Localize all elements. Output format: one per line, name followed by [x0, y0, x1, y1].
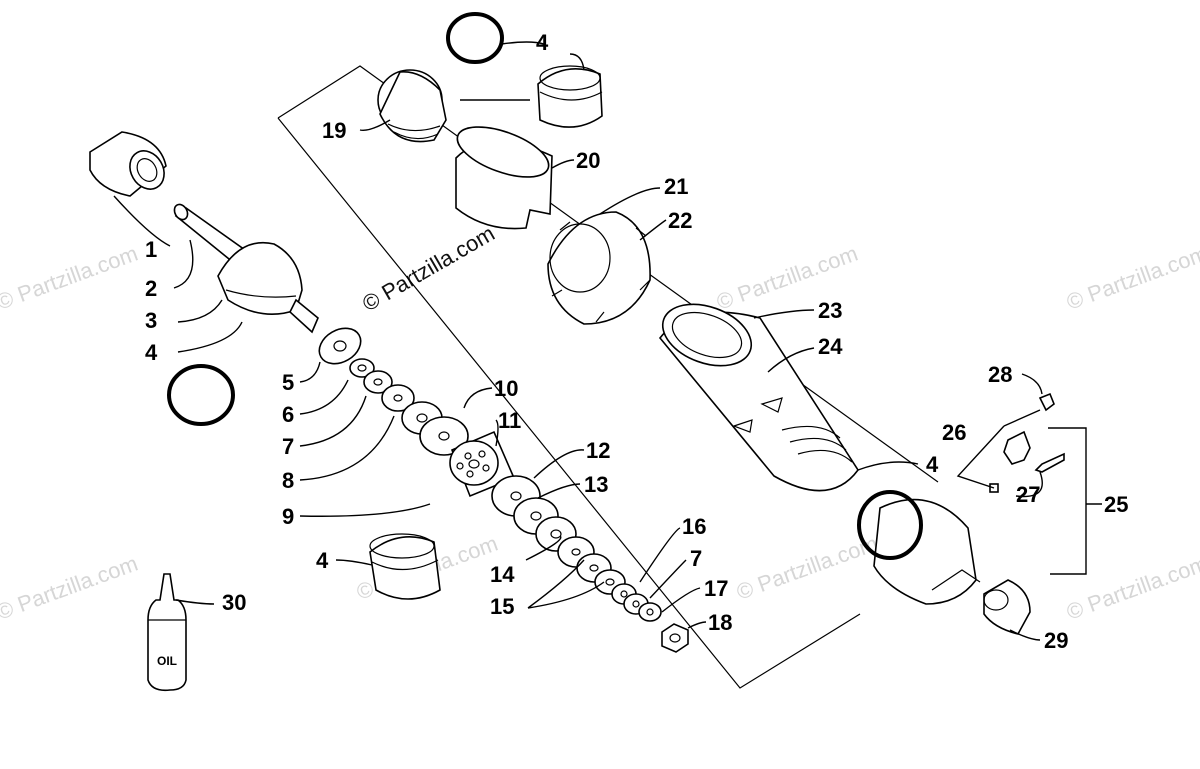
- callout-4-band: 4: [316, 548, 329, 573]
- washer-8: [381, 384, 415, 412]
- leader-lines: [113, 41, 1102, 641]
- callout-22: 22: [668, 208, 692, 233]
- watermark: © Partzilla.com: [1063, 241, 1200, 315]
- callout-17: 17: [704, 576, 728, 601]
- callout-3: 3: [145, 308, 157, 333]
- band-4d: [537, 65, 603, 128]
- seal-head-19: [377, 69, 447, 143]
- callouts: 1 2 3 4 4 4 4 5 6 7 7 8 9 10 11 12 13 14…: [145, 30, 1128, 653]
- o-ring-4c: [446, 12, 504, 64]
- o-ring-4a: [167, 364, 235, 426]
- callout-26: 26: [942, 420, 966, 445]
- reservoir-end: [873, 498, 981, 605]
- callout-7-left: 7: [282, 434, 294, 459]
- callout-15: 15: [490, 594, 514, 619]
- watermark-center: © Partzilla.com: [358, 221, 499, 317]
- callout-24: 24: [818, 334, 843, 359]
- washer-7a: [363, 370, 393, 394]
- lock-ring-21-22: [547, 211, 651, 325]
- washer-6: [349, 358, 375, 378]
- callout-20: 20: [576, 148, 600, 173]
- o-ring-27: [1034, 452, 1065, 473]
- callout-19: 19: [322, 118, 346, 143]
- callout-16: 16: [682, 514, 706, 539]
- callout-14: 14: [490, 562, 515, 587]
- callout-4-top: 4: [536, 30, 549, 55]
- callout-7-right: 7: [690, 546, 702, 571]
- callout-18: 18: [708, 610, 732, 635]
- washer-17: [638, 602, 662, 622]
- band-4b: [369, 533, 441, 600]
- callout-27: 27: [1016, 482, 1040, 507]
- watermark: © Partzilla.com: [0, 551, 141, 625]
- callout-23: 23: [818, 298, 842, 323]
- shaft-eye-3: [217, 242, 319, 334]
- nut-18: [661, 623, 689, 653]
- callout-9: 9: [282, 504, 294, 529]
- shock-body-23-24: [658, 303, 859, 492]
- bushing-1: [89, 131, 167, 197]
- screw-28: [1038, 392, 1055, 412]
- callout-30: 30: [222, 590, 246, 615]
- watermark: © Partzilla.com: [0, 241, 141, 315]
- callout-6: 6: [282, 402, 294, 427]
- callout-2: 2: [145, 276, 157, 301]
- washer-10: [419, 416, 469, 456]
- callout-4-reservoir: 4: [926, 452, 939, 477]
- o-ring-4e: [857, 490, 923, 560]
- callout-13: 13: [584, 472, 608, 497]
- washer-5: [318, 327, 362, 365]
- watermark: © Partzilla.com: [733, 531, 881, 605]
- watermark: © Partzilla.com: [1063, 551, 1200, 625]
- callout-11: 11: [498, 408, 521, 433]
- callout-1: 1: [145, 237, 157, 262]
- oil-label: OIL: [157, 654, 177, 668]
- piston-11: [449, 430, 516, 498]
- callout-4-shaft: 4: [145, 340, 158, 365]
- callout-25: 25: [1104, 492, 1128, 517]
- callout-28: 28: [988, 362, 1012, 387]
- callout-12: 12: [586, 438, 610, 463]
- callout-5: 5: [282, 370, 294, 395]
- callout-21: 21: [664, 174, 688, 199]
- bushing-29: [983, 579, 1031, 635]
- callout-29: 29: [1044, 628, 1068, 653]
- oil-bottle-30: OIL: [147, 573, 187, 692]
- washers-15: [557, 536, 626, 595]
- sleeve-20: [455, 126, 553, 230]
- callout-10: 10: [494, 376, 518, 401]
- callout-8: 8: [282, 468, 294, 493]
